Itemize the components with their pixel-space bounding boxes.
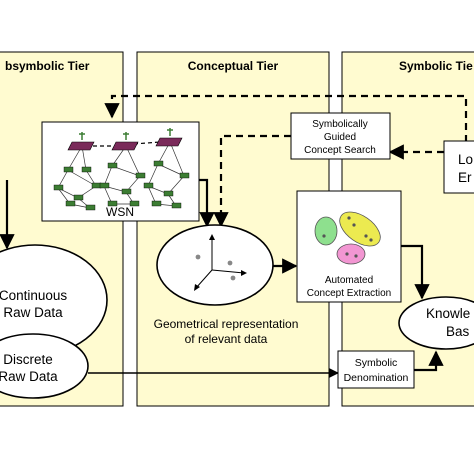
kb-label-1: Knowle: [426, 306, 470, 321]
discrete-label-1: Discrete: [3, 352, 53, 367]
sgcs-label-1: Symbolically: [312, 119, 368, 130]
sgcs-box: [290, 112, 391, 160]
sd-label-2: Denomination: [344, 372, 409, 384]
geom-label-1: Geometrical representation: [154, 317, 299, 331]
continuous-label-2: Raw Data: [3, 305, 63, 320]
clusters-icon: [314, 211, 381, 265]
discrete-raw-data-node: [0, 333, 89, 399]
arrow-sd-to-kb: [414, 350, 444, 372]
geometrical-representation-node: [156, 224, 274, 306]
sgcs-label-3: Concept Search: [304, 145, 376, 156]
lo-er-label-2: Er: [458, 170, 472, 185]
arrow-ace-to-kb: [401, 244, 430, 300]
symbolic-tier-title: Symbolic Tie: [399, 59, 473, 73]
continuous-label-1: Continuous: [0, 288, 67, 303]
arrow-wsn-to-geom: [199, 178, 215, 228]
sgcs-label-2: Guided: [324, 132, 356, 143]
wsn-label: WSN: [106, 205, 134, 219]
subsymbolic-tier-title: bsymbolic Tier: [5, 59, 90, 73]
discrete-label-2: Raw Data: [0, 369, 58, 384]
geom-label-2: of relevant data: [185, 332, 268, 346]
conceptual-tier-title: Conceptual Tier: [188, 59, 279, 73]
lo-er-box: [443, 140, 474, 194]
axes-icon: [194, 234, 247, 291]
knowledge-base-node: [398, 296, 474, 350]
ace-label-2: Concept Extraction: [307, 288, 392, 299]
sd-label-1: Symbolic: [355, 357, 398, 369]
symbolic-denomination-box: [337, 350, 415, 389]
lo-er-label-1: Lo: [458, 152, 473, 167]
dashed-feedback-top: [104, 94, 468, 178]
ace-label-1: Automated: [325, 275, 373, 286]
kb-label-2: Bas: [446, 324, 470, 339]
wsn-network-icon: [53, 128, 190, 211]
